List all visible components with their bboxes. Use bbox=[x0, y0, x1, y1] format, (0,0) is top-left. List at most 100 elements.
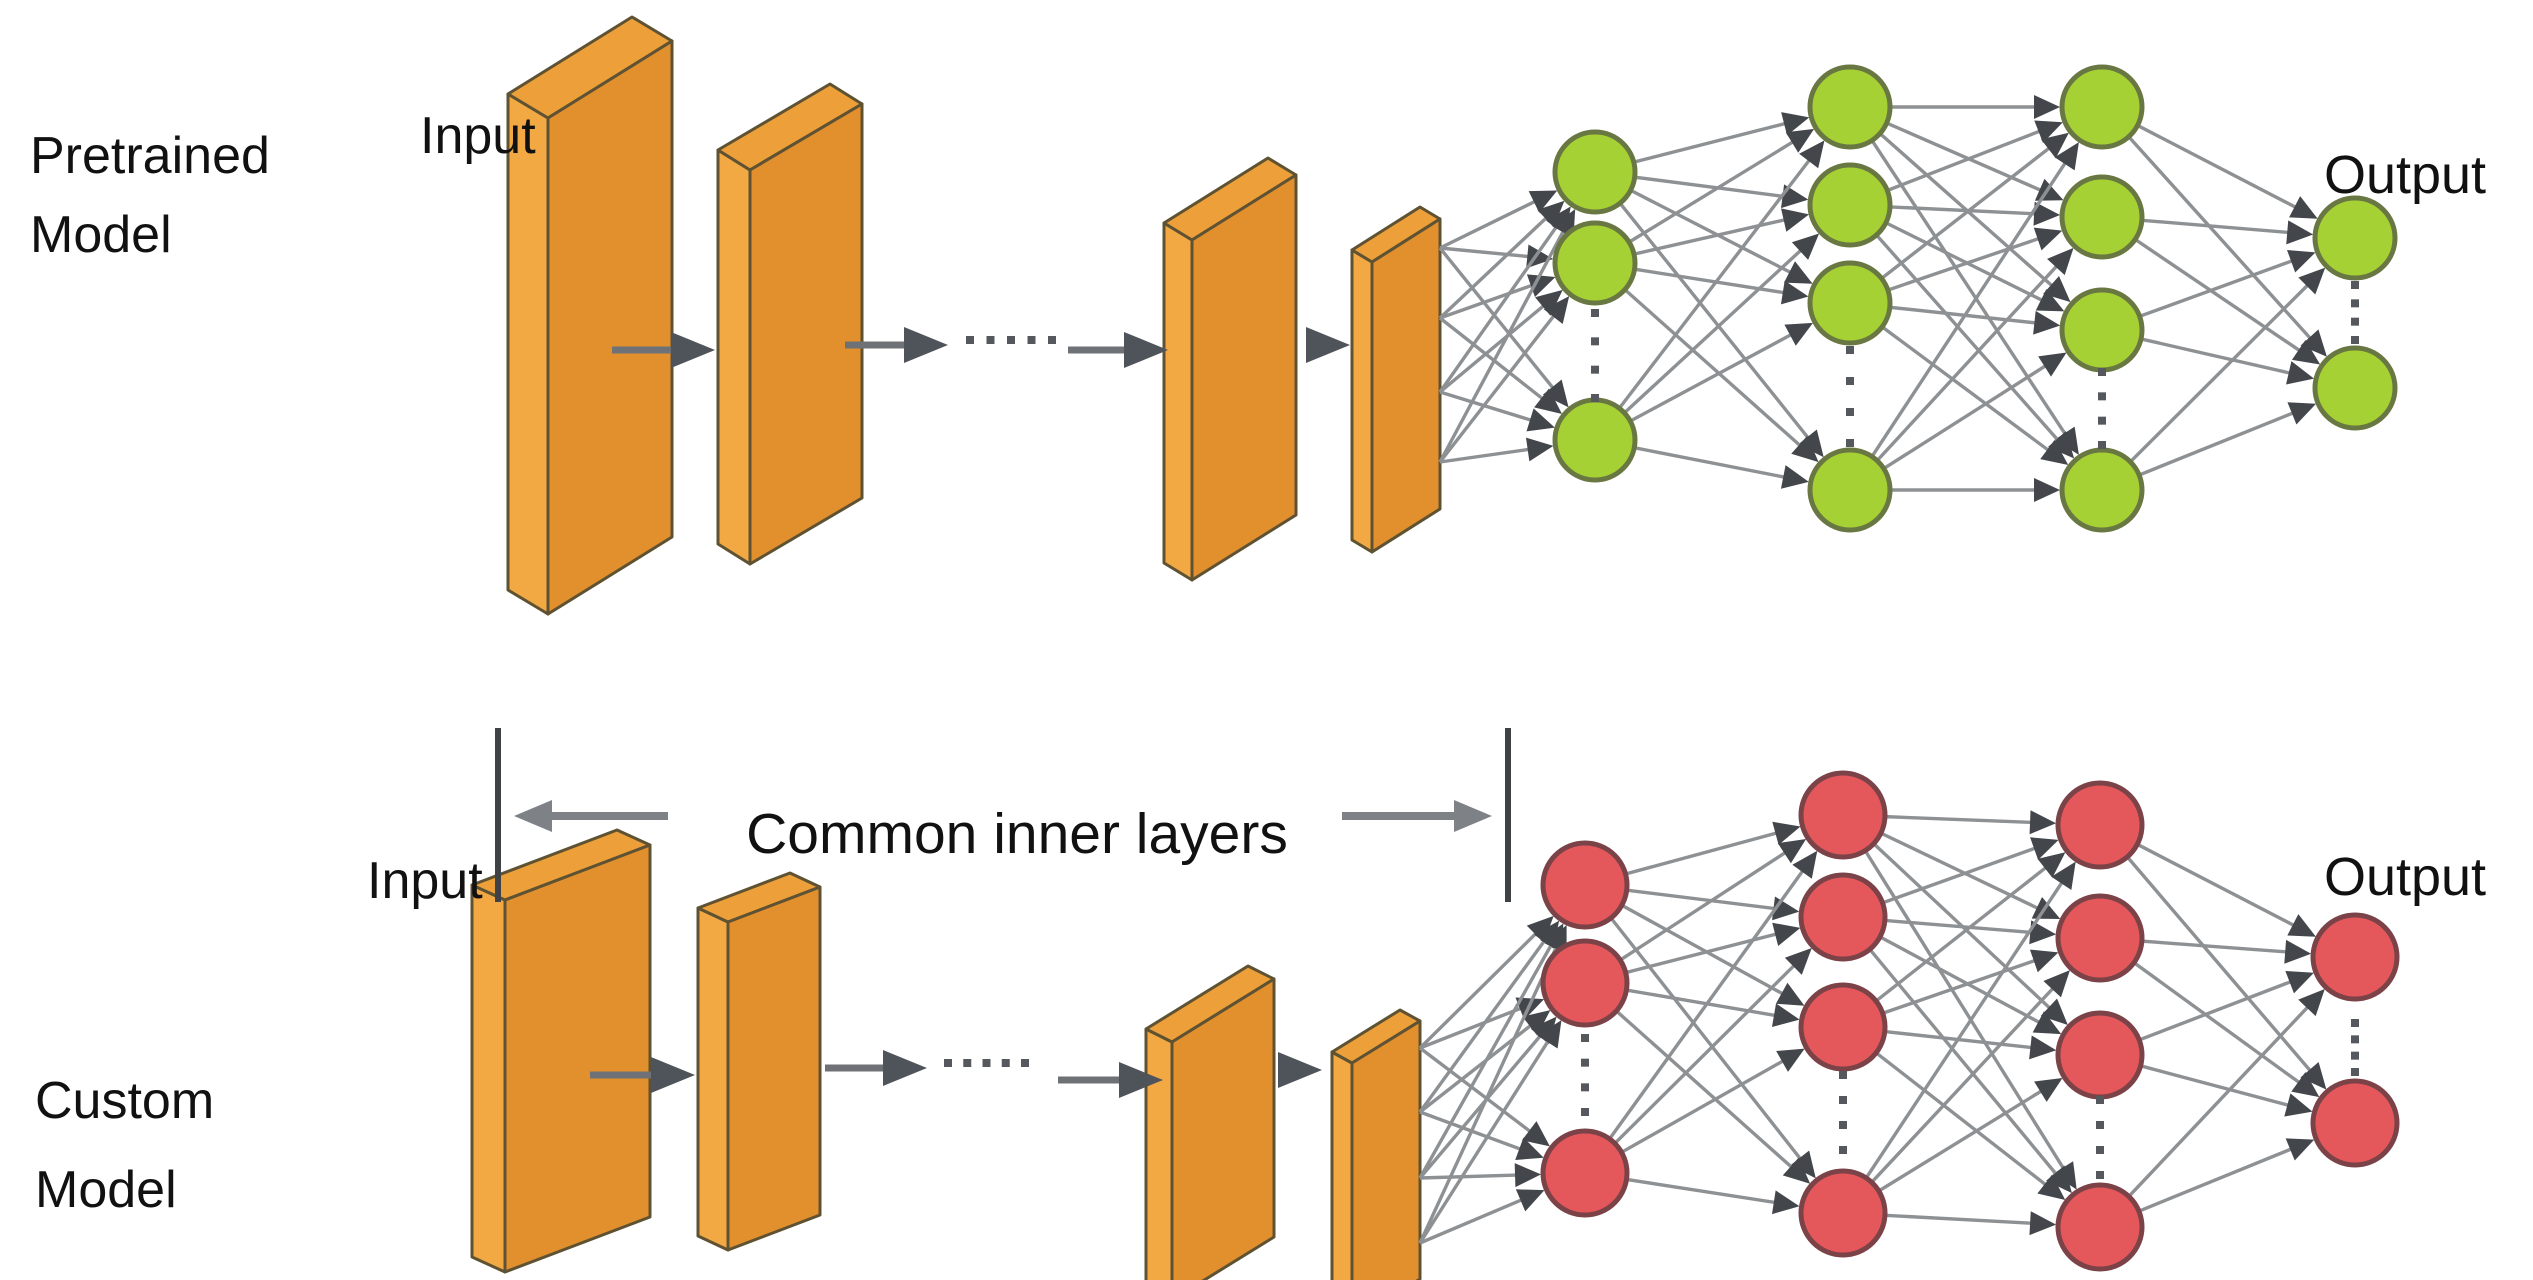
neuron-node bbox=[1807, 64, 1893, 150]
network-edge bbox=[2140, 1064, 2294, 1109]
input-label-bottom: Input bbox=[367, 852, 483, 910]
edge-arrowhead-icon bbox=[1780, 280, 1809, 305]
network-edge bbox=[2136, 842, 2299, 930]
edge-arrowhead-icon bbox=[2034, 95, 2060, 119]
input-label-top: Input bbox=[420, 107, 536, 165]
network-edge bbox=[1629, 330, 1797, 423]
neuron-node bbox=[2312, 345, 2398, 431]
network-edge bbox=[1879, 935, 2045, 1027]
network-edge bbox=[1623, 288, 1805, 451]
dot bbox=[1581, 1083, 1589, 1092]
dot bbox=[1591, 309, 1599, 317]
edge-arrowhead-icon bbox=[1542, 379, 1569, 408]
dot bbox=[2351, 336, 2359, 344]
dot bbox=[2098, 368, 2106, 376]
layer-ellipsis-dots-icon bbox=[2098, 368, 2106, 449]
neuron-node bbox=[1540, 1128, 1630, 1218]
edge-arrowhead-icon bbox=[1526, 274, 1556, 298]
network-edge bbox=[2127, 1002, 2313, 1198]
conv-flow-arrow-icon bbox=[612, 332, 715, 368]
dot bbox=[1007, 336, 1015, 344]
edge-arrowhead-icon bbox=[2029, 920, 2057, 945]
dot bbox=[2098, 441, 2106, 449]
network-edge bbox=[1418, 1046, 1536, 1136]
conv-flow-arrow-icon bbox=[590, 1057, 695, 1093]
network-edge bbox=[1884, 814, 2037, 825]
network-edge bbox=[2138, 409, 2299, 477]
slab-front-face bbox=[1170, 977, 1276, 1280]
neuron-node bbox=[1540, 938, 1630, 1028]
edge-arrowhead-icon bbox=[2029, 949, 2059, 973]
neuron-node bbox=[1807, 447, 1893, 533]
edge-arrowhead-icon bbox=[1798, 429, 1824, 458]
edge-arrowhead-icon bbox=[1514, 1163, 1542, 1188]
edge-arrowhead-icon bbox=[2037, 1174, 2066, 1200]
edge-arrowhead-icon bbox=[1781, 208, 1810, 232]
dot bbox=[1048, 336, 1056, 344]
network-edge bbox=[1439, 447, 1534, 464]
dot bbox=[1591, 365, 1599, 374]
neuron-node bbox=[1807, 260, 1893, 346]
slab-side-face bbox=[506, 92, 550, 616]
layer-ellipsis-dots-icon bbox=[2351, 1019, 2359, 1076]
edge-arrowhead-icon bbox=[2033, 227, 2063, 251]
dot bbox=[1027, 336, 1036, 344]
edge-arrowhead-icon bbox=[2034, 478, 2060, 502]
edge-arrowhead-icon bbox=[1784, 261, 1813, 284]
edge-arrowhead-icon bbox=[2033, 201, 2061, 226]
network-edge bbox=[1439, 282, 1538, 320]
dot bbox=[1846, 439, 1854, 447]
network-edge bbox=[1874, 863, 2051, 1003]
neuron-node bbox=[1552, 220, 1638, 306]
edge-arrowhead-icon bbox=[1543, 296, 1570, 325]
input-label-bottom-text: Input bbox=[367, 852, 483, 910]
arrowhead-icon bbox=[904, 327, 948, 363]
layer-ellipsis-dots-icon bbox=[2351, 281, 2359, 344]
slab-front-face bbox=[1350, 1019, 1422, 1280]
dot bbox=[986, 336, 995, 344]
network-edge bbox=[1868, 948, 2061, 1179]
edge-arrowhead-icon bbox=[2291, 1072, 2320, 1098]
dot bbox=[2096, 1096, 2104, 1104]
network-edge bbox=[1418, 1036, 1553, 1244]
edge-arrowhead-icon bbox=[1528, 190, 1558, 213]
conv-flow-arrow-icon bbox=[825, 1050, 927, 1086]
network-edge bbox=[2138, 1145, 2297, 1213]
slab-front-face bbox=[503, 843, 652, 1274]
network-edge bbox=[1626, 1177, 1781, 1205]
edge-arrowhead-icon bbox=[1522, 1010, 1551, 1036]
edge-arrowhead-icon bbox=[2037, 852, 2066, 878]
network-edge bbox=[2129, 280, 2313, 463]
dot bbox=[2096, 1121, 2104, 1129]
edge-arrowhead-icon bbox=[2035, 289, 2065, 312]
edge-arrowhead-icon bbox=[1799, 140, 1825, 169]
dot bbox=[1591, 394, 1599, 402]
network-edge bbox=[1881, 325, 2054, 455]
arrowhead-icon bbox=[651, 1057, 695, 1093]
slab-front-face bbox=[546, 39, 674, 616]
network-edge bbox=[1875, 1051, 2051, 1190]
edge-arrowhead-icon bbox=[2300, 329, 2327, 357]
conv-layer-slab bbox=[1144, 964, 1276, 1280]
edge-arrowhead-icon bbox=[2047, 431, 2075, 459]
dot bbox=[1839, 1096, 1847, 1104]
arrowhead-icon bbox=[671, 332, 715, 368]
edge-arrowhead-icon bbox=[1791, 435, 1819, 463]
edge-arrowhead-icon bbox=[1776, 1048, 1805, 1072]
edge-arrowhead-icon bbox=[1771, 1190, 1800, 1215]
edge-arrowhead-icon bbox=[1521, 1121, 1550, 1147]
network-edge bbox=[1419, 1004, 1527, 1050]
layer-ellipsis-dots-icon bbox=[1581, 1034, 1589, 1116]
network-edge bbox=[2140, 337, 2295, 376]
network-edge bbox=[1418, 928, 1541, 1050]
network-edge bbox=[2141, 939, 2292, 954]
dot bbox=[982, 1059, 991, 1067]
slab-front-face bbox=[748, 102, 864, 566]
dot bbox=[2096, 1171, 2104, 1179]
edge-arrowhead-icon bbox=[2047, 247, 2074, 276]
network-edge bbox=[1620, 903, 1788, 998]
network-edge bbox=[1628, 137, 1798, 244]
edge-arrowhead-icon bbox=[2029, 1035, 2057, 1060]
edge-arrowhead-icon bbox=[2300, 1062, 2327, 1090]
